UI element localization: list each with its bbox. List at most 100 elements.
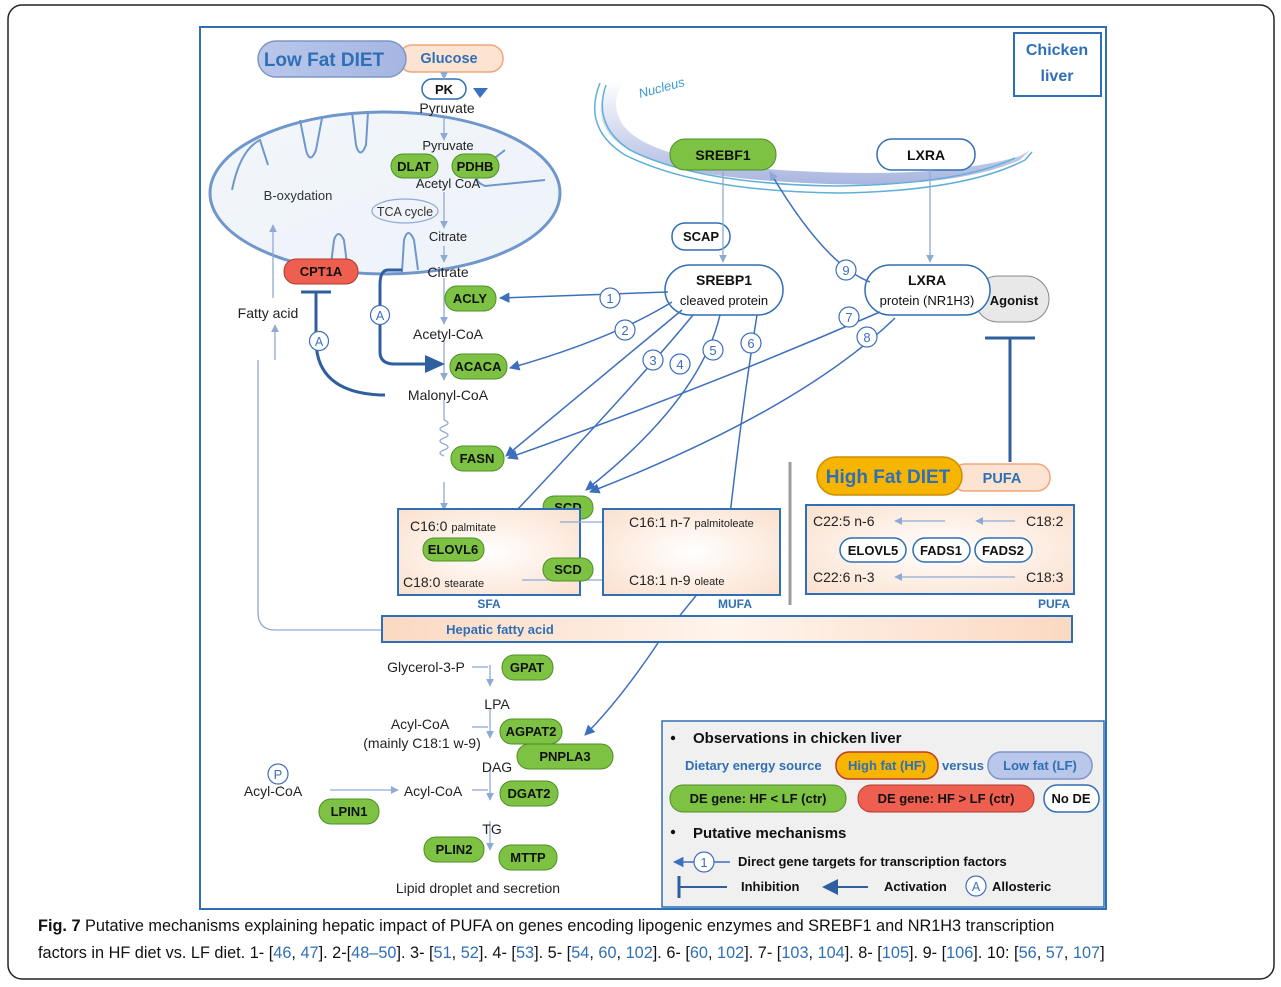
scd-node-2 bbox=[542, 557, 594, 582]
svg-text:5: 5 bbox=[709, 343, 716, 358]
svg-text:No DE: No DE bbox=[1052, 791, 1091, 806]
ref-link[interactable]: 54 bbox=[571, 944, 590, 962]
svg-text:SFA: SFA bbox=[477, 597, 501, 611]
figure-number: Fig. 7 bbox=[38, 917, 81, 935]
svg-text:PLIN2: PLIN2 bbox=[436, 842, 473, 857]
svg-text:Agonist: Agonist bbox=[990, 293, 1039, 308]
svg-text:liver: liver bbox=[1041, 68, 1074, 85]
svg-text:ACLY: ACLY bbox=[453, 291, 488, 306]
svg-text:7: 7 bbox=[845, 310, 852, 325]
pufa-box: C22:5 n-6 C18:2 ELOVL5 FADS1 FADS2 C22:6… bbox=[805, 504, 1075, 611]
high-fat-diet-badge: High Fat DIET PUFA bbox=[816, 456, 1051, 496]
cpt1a-node bbox=[283, 258, 359, 285]
svg-text:Allosteric: Allosteric bbox=[992, 879, 1051, 894]
svg-text:High Fat DIET: High Fat DIET bbox=[826, 467, 951, 488]
svg-text:SCD: SCD bbox=[554, 562, 581, 577]
svg-text:Inhibition: Inhibition bbox=[741, 879, 800, 894]
ref-link[interactable]: 105 bbox=[881, 944, 910, 962]
lpin1-node bbox=[318, 798, 380, 825]
svg-text:Hepatic fatty acid: Hepatic fatty acid bbox=[446, 622, 554, 637]
gpat-node bbox=[501, 654, 554, 681]
svg-text:C22:6 n-3: C22:6 n-3 bbox=[813, 569, 875, 585]
ref-link[interactable]: 52 bbox=[460, 944, 479, 962]
svg-text:6: 6 bbox=[747, 336, 754, 351]
svg-text:DLAT: DLAT bbox=[397, 159, 431, 174]
svg-text:Dietary energy source: Dietary energy source bbox=[685, 758, 822, 773]
svg-text:1: 1 bbox=[700, 855, 707, 870]
low-fat-diet-badge: Low Fat DIET Glucose bbox=[257, 40, 504, 78]
svg-text:ELOVL6: ELOVL6 bbox=[428, 542, 479, 557]
dgat2-node bbox=[499, 780, 559, 807]
ref-link[interactable]: 56 bbox=[1018, 944, 1037, 962]
ref-link[interactable]: 46 bbox=[273, 944, 292, 962]
svg-text:Acetyl-CoA: Acetyl-CoA bbox=[413, 326, 484, 342]
ref-link[interactable]: 102 bbox=[625, 944, 653, 962]
ref-link[interactable]: 53 bbox=[515, 944, 535, 962]
svg-text:AGPAT2: AGPAT2 bbox=[506, 724, 557, 739]
svg-text:Acyl-CoA: Acyl-CoA bbox=[391, 716, 450, 732]
chicken-liver-box: Chicken liver bbox=[1013, 32, 1102, 97]
svg-text:PUFA: PUFA bbox=[1038, 597, 1070, 611]
ref-link[interactable]: 57 bbox=[1045, 944, 1064, 962]
srebp1-protein-node bbox=[664, 264, 784, 316]
svg-text:GPAT: GPAT bbox=[510, 660, 544, 675]
svg-text:MUFA: MUFA bbox=[718, 597, 752, 611]
ref-link[interactable]: 60 bbox=[689, 944, 708, 962]
ref-link[interactable]: 106 bbox=[946, 944, 974, 962]
svg-text:PNPLA3: PNPLA3 bbox=[539, 749, 590, 764]
ref-link[interactable]: 60 bbox=[598, 944, 617, 962]
svg-text:3: 3 bbox=[649, 353, 656, 368]
svg-text:ACACA: ACACA bbox=[455, 359, 503, 374]
svg-text:Observations in chicken liver: Observations in chicken liver bbox=[693, 730, 902, 747]
svg-text:Chicken: Chicken bbox=[1026, 42, 1088, 59]
figure-caption: Fig. 7 Putative mechanisms explaining he… bbox=[38, 917, 1105, 962]
plin2-node bbox=[423, 836, 485, 863]
svg-text:C18:3: C18:3 bbox=[1026, 569, 1064, 585]
svg-text:LXRA: LXRA bbox=[907, 147, 945, 163]
fasn-node bbox=[450, 445, 505, 472]
svg-text:ELOVL5: ELOVL5 bbox=[848, 543, 899, 558]
svg-text:Citrate: Citrate bbox=[427, 264, 468, 280]
svg-text:9: 9 bbox=[842, 263, 849, 278]
mitochondrion: TCA cycle B-oxydation Pyruvate Acetyl Co… bbox=[208, 110, 562, 276]
acaca-node bbox=[449, 353, 508, 380]
dlat-node bbox=[390, 153, 439, 179]
svg-text:protein (NR1H3): protein (NR1H3) bbox=[880, 293, 975, 308]
svg-text:Lipid droplet and secretion: Lipid droplet and secretion bbox=[396, 880, 560, 896]
b-oxydation-label: B-oxydation bbox=[264, 188, 333, 203]
mttp-node bbox=[498, 844, 558, 871]
lxra-gene-node bbox=[876, 138, 976, 171]
ref-link[interactable]: 47 bbox=[300, 944, 319, 962]
lxra-protein-node bbox=[864, 264, 991, 316]
ref-link[interactable]: 102 bbox=[717, 944, 745, 962]
svg-text:Acyl-CoA: Acyl-CoA bbox=[244, 783, 303, 799]
ref-link[interactable]: 107 bbox=[1072, 944, 1101, 962]
low-fat-diet-label: Low Fat DIET bbox=[264, 50, 385, 71]
svg-text:versus: versus bbox=[942, 758, 984, 773]
svg-text:DE gene: HF < LF (ctr): DE gene: HF < LF (ctr) bbox=[690, 791, 827, 806]
ref-link[interactable]: 103 bbox=[781, 944, 809, 962]
svg-text:Direct gene targets for transc: Direct gene targets for transcription fa… bbox=[738, 854, 1007, 869]
svg-text:Activation: Activation bbox=[884, 879, 947, 894]
svg-text:PUFA: PUFA bbox=[983, 471, 1022, 487]
pdhb-node bbox=[451, 153, 500, 179]
pk-down-icon bbox=[473, 88, 488, 98]
svg-text:C18:2: C18:2 bbox=[1026, 513, 1064, 529]
glucose-label: Glucose bbox=[420, 51, 477, 67]
ref-link[interactable]: 51 bbox=[433, 944, 452, 962]
allosteric-a-1 bbox=[308, 330, 330, 352]
svg-text:Fatty acid: Fatty acid bbox=[238, 305, 299, 321]
acly-node bbox=[444, 285, 497, 312]
svg-text:Malonyl-CoA: Malonyl-CoA bbox=[408, 387, 489, 403]
svg-text:SREBF1: SREBF1 bbox=[695, 147, 750, 163]
ref-link[interactable]: 104 bbox=[817, 944, 845, 962]
legend: Observations in chicken liver Dietary en… bbox=[661, 720, 1105, 908]
svg-text:FADS2: FADS2 bbox=[982, 543, 1024, 558]
ref-link[interactable]: 48–50 bbox=[351, 944, 397, 962]
svg-text:A: A bbox=[972, 880, 981, 894]
activation-arrowhead bbox=[425, 355, 445, 373]
reference-numbers: 1 2 3 4 5 6 7 8 9 bbox=[599, 259, 878, 375]
hepatic-fatty-acid-bar bbox=[381, 615, 1073, 643]
scap-node bbox=[671, 222, 731, 251]
